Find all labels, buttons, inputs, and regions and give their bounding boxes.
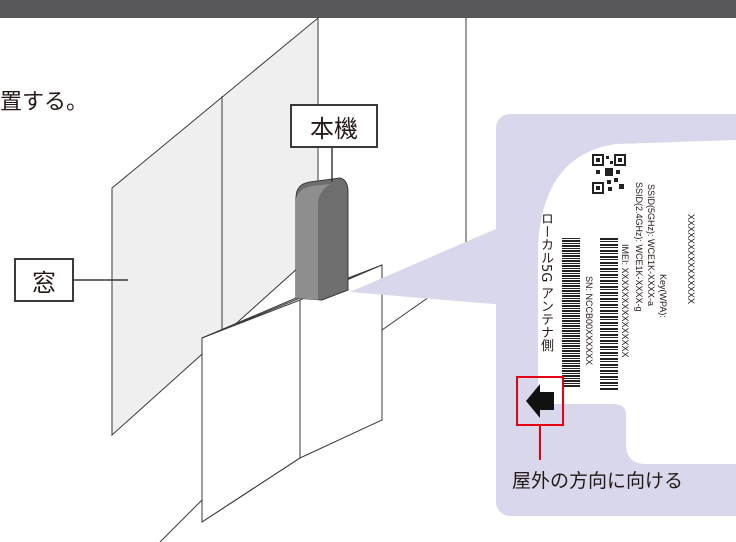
window-label: 窓 xyxy=(14,258,74,302)
arrow-leader-line xyxy=(539,426,541,460)
serial-barcode xyxy=(562,238,580,388)
sticker-shape xyxy=(538,140,736,464)
cabinet xyxy=(201,264,383,523)
sticker-key-label: Key(WPA): xyxy=(658,274,668,318)
arrow-highlight-frame xyxy=(516,376,564,426)
imei-barcode xyxy=(600,238,618,390)
sticker-serial: SN: NCCB00XXXXXX xyxy=(584,276,594,366)
sticker-ssid-5: SSID(5GHz): WCE1K-XXXX-a xyxy=(646,184,656,307)
callout-wedge xyxy=(350,225,505,305)
outdoor-direction-label: 屋外の方向に向ける xyxy=(512,470,684,492)
device-label-callout: ローカル5G アンテナ側 SN: NCCB00XXXXXX IMEI: XXXX… xyxy=(496,114,736,516)
device-illustration xyxy=(295,177,349,301)
device-label: 本機 xyxy=(290,104,378,148)
sticker-ssid-24: SSID(2.4GHz): WCE1K-XXXX-g xyxy=(634,182,644,312)
sticker-key-value: XXXXXXXXXXXXXXX xyxy=(686,214,696,305)
header-bar xyxy=(0,0,736,18)
instruction-text: 置する。 xyxy=(0,90,89,115)
qr-code-icon xyxy=(592,154,626,194)
sticker-title: ローカル5G アンテナ側 xyxy=(538,212,553,352)
arrow-left-icon xyxy=(526,384,554,418)
sticker-imei: IMEI: XXXXXXXXXXXXXXX xyxy=(620,244,630,358)
